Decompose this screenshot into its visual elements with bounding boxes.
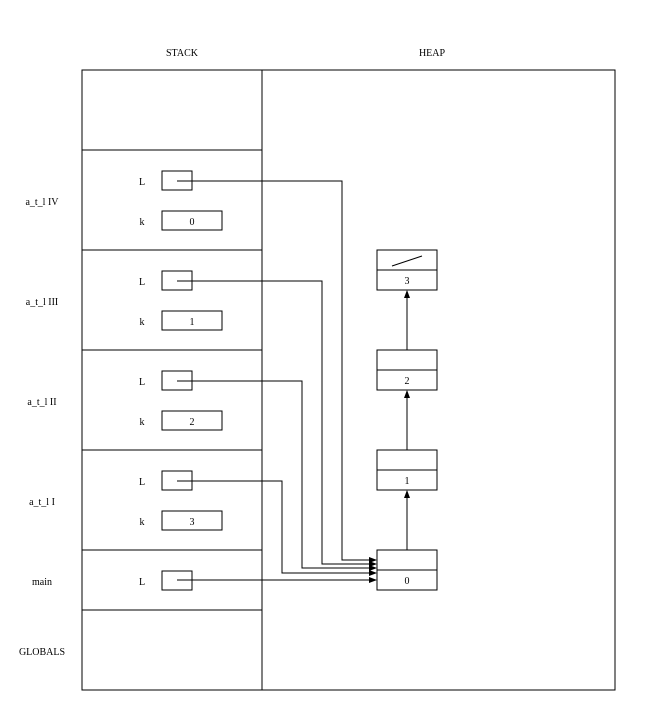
- var-k-label: k: [140, 317, 145, 328]
- var-k-value: 1: [190, 317, 195, 328]
- heap-node-2: 2: [376, 349, 438, 391]
- heap-node-0: 0: [376, 549, 438, 591]
- stack-frame-atl-iii: a_t_l III L k 1: [26, 270, 223, 331]
- var-l-label: L: [139, 577, 145, 588]
- var-k-box: [161, 510, 223, 531]
- var-k-label: k: [140, 517, 145, 528]
- stack-frame-atl-i: a_t_l I L k 3: [29, 470, 223, 531]
- frame-name: a_t_l I: [29, 497, 55, 508]
- frame-name: a_t_l III: [26, 297, 59, 308]
- pointer-arrow-atl-iii: [177, 280, 377, 567]
- globals-label: GLOBALS: [19, 647, 65, 658]
- var-k-value: 2: [190, 417, 195, 428]
- stack-header: STACK: [166, 48, 199, 59]
- frame-name: a_t_l II: [27, 397, 56, 408]
- node-value: 0: [405, 576, 410, 587]
- stack-frame-atl-iv: a_t_l IV L k 0: [25, 170, 223, 231]
- var-l-label: L: [139, 477, 145, 488]
- var-k-label: k: [140, 217, 145, 228]
- var-l-label: L: [139, 177, 145, 188]
- pointer-arrow-atl-iv: [177, 180, 377, 563]
- var-k-box: [161, 310, 223, 331]
- heap-node-3: 3: [376, 249, 438, 291]
- node-value: 1: [405, 476, 410, 487]
- var-k-box: [161, 210, 223, 231]
- var-l-label: L: [139, 377, 145, 388]
- frame-name: a_t_l IV: [25, 197, 59, 208]
- heap-node-1: 1: [376, 449, 438, 491]
- heap-header: HEAP: [419, 48, 446, 59]
- node-value: 2: [405, 376, 410, 387]
- pointer-arrow-atl-i: [177, 480, 377, 576]
- var-l-label: L: [139, 277, 145, 288]
- var-k-box: [161, 410, 223, 431]
- var-k-value: 0: [190, 217, 195, 228]
- null-pointer-slash: [391, 255, 423, 267]
- var-k-value: 3: [190, 517, 195, 528]
- node-value: 3: [405, 276, 410, 287]
- frame-name: main: [32, 577, 52, 588]
- pointer-arrow-atl-ii: [177, 380, 377, 571]
- var-k-label: k: [140, 417, 145, 428]
